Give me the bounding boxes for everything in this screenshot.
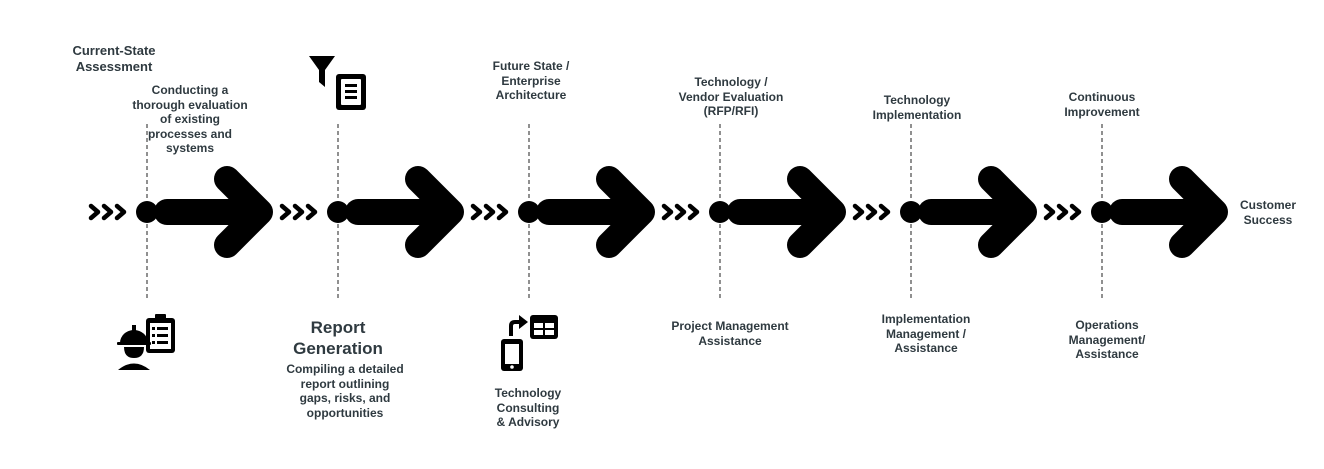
stage-2-chevrons: [282, 206, 315, 218]
stage-2-node: [327, 201, 349, 223]
mobile-sync-table-icon: [501, 315, 558, 371]
stage-2-description: Compiling a detailed report outlining ga…: [286, 362, 404, 420]
stage-6-chevrons: [1046, 206, 1079, 218]
stage-3-node: [518, 201, 540, 223]
stage-4-title: Technology / Vendor Evaluation (RFP/RFI): [678, 75, 784, 118]
stage-6-node: [1091, 201, 1113, 223]
stage-5-arrow: [931, 179, 1024, 245]
filter-document-icon: [309, 56, 366, 110]
stage-6-title: Continuous Improvement: [1064, 90, 1140, 119]
stage-4-chevrons: [664, 206, 697, 218]
stage-4-arrow: [740, 179, 833, 245]
stage-4-node: [709, 201, 731, 223]
stage-5-description: Implementation Management / Assistance: [881, 312, 971, 355]
stage-1-description: Conducting a thorough evaluation of exis…: [132, 83, 248, 155]
stage-5-title: Technology Implementation: [872, 93, 962, 122]
engineer-checklist-icon: [117, 314, 175, 370]
stage-3-description: Technology Consulting & Advisory: [494, 386, 562, 429]
stage-2-arrow: [358, 179, 451, 245]
stage-1-chevrons: [91, 206, 124, 218]
stage-5-node: [900, 201, 922, 223]
stage-1-title: Current-State Assessment: [72, 43, 156, 74]
stage-3-arrow: [549, 179, 642, 245]
stage-4-description: Project Management Assistance: [671, 319, 789, 348]
stage-3-chevrons: [473, 206, 506, 218]
stage-6-arrow: [1122, 179, 1215, 245]
stage-5-chevrons: [855, 206, 888, 218]
end-label: Customer Success: [1239, 198, 1296, 227]
stage-2-title: Report Generation: [293, 318, 383, 358]
stage-3-title: Future State / Enterprise Architecture: [492, 59, 570, 102]
stage-1-arrow: [167, 179, 260, 245]
stage-1-node: [136, 201, 158, 223]
stage-6-description: Operations Management/ Assistance: [1068, 318, 1146, 361]
